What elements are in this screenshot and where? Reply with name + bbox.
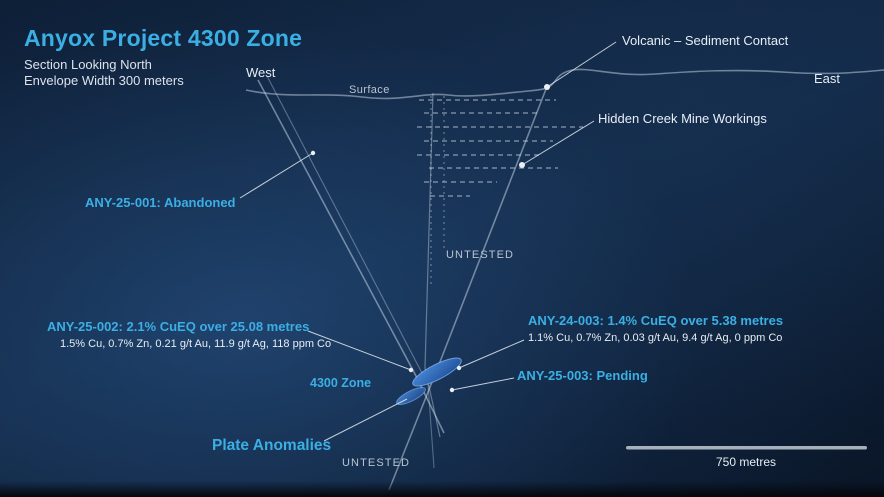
hole-any24-003-headline: ANY-24-003: 1.4% CuEQ over 5.38 metres: [528, 313, 784, 328]
scale-bar-label: 750 metres: [715, 455, 777, 469]
bottom-vignette: [0, 481, 884, 497]
untested-upper-label: UNTESTED: [446, 249, 515, 261]
hole-any25-002-assay: 1.5% Cu, 0.7% Zn, 0.21 g/t Au, 11.9 g/t …: [60, 338, 332, 350]
volcanic-contact-label: Volcanic – Sediment Contact: [622, 33, 789, 48]
surface-topography-line: [245, 68, 884, 100]
hole-any24-003-annotation: ANY-24-003: 1.4% CuEQ over 5.38 metres 1…: [528, 313, 783, 344]
leader-any24-003: [458, 339, 525, 369]
compass-west-label: West: [246, 65, 276, 80]
scale-bar: [626, 446, 867, 450]
mine-workings-shafts: [430, 96, 445, 288]
hole-any25-003-label: ANY-25-003: Pending: [517, 368, 648, 383]
leader-mine-workings: [521, 120, 595, 166]
compass-east-label: East: [814, 71, 841, 86]
hole-any25-002-headline: ANY-25-002: 2.1% CuEQ over 25.08 metres: [47, 319, 310, 334]
mine-workings-drifts: [417, 99, 583, 197]
hole-any24-003-assay: 1.1% Cu, 0.7% Zn, 0.03 g/t Au, 9.4 g/t A…: [528, 332, 783, 344]
hole-any25-002-annotation: ANY-25-002: 2.1% CuEQ over 25.08 metres …: [47, 319, 331, 350]
mine-workings-label: Hidden Creek Mine Workings: [598, 111, 767, 126]
leader-any25-002: [307, 330, 412, 371]
drill-hole-traces: [257, 75, 547, 491]
leader-any25-003: [451, 377, 515, 391]
leader-any25-001: [239, 152, 314, 199]
leader-lines: [239, 41, 617, 442]
plate-anomaly-large: [412, 357, 462, 387]
plate-anomalies-label: Plate Anomalies: [212, 437, 332, 454]
leader-plate-anomalies: [323, 398, 408, 442]
zone-label: 4300 Zone: [310, 376, 372, 390]
subtitle-line-2: Envelope Width 300 meters: [24, 73, 184, 88]
subtitle-line-1: Section Looking North: [24, 57, 152, 72]
leader-marker-dots: [310, 84, 550, 393]
page-title: Anyox Project 4300 Zone: [24, 25, 303, 51]
leader-volcanic-contact: [546, 41, 617, 88]
surface-label: Surface: [349, 84, 390, 96]
page-subtitle: Section Looking North Envelope Width 300…: [24, 57, 184, 89]
untested-lower-label: UNTESTED: [342, 457, 411, 469]
hole-any25-001-label: ANY-25-001: Abandoned: [85, 195, 236, 210]
